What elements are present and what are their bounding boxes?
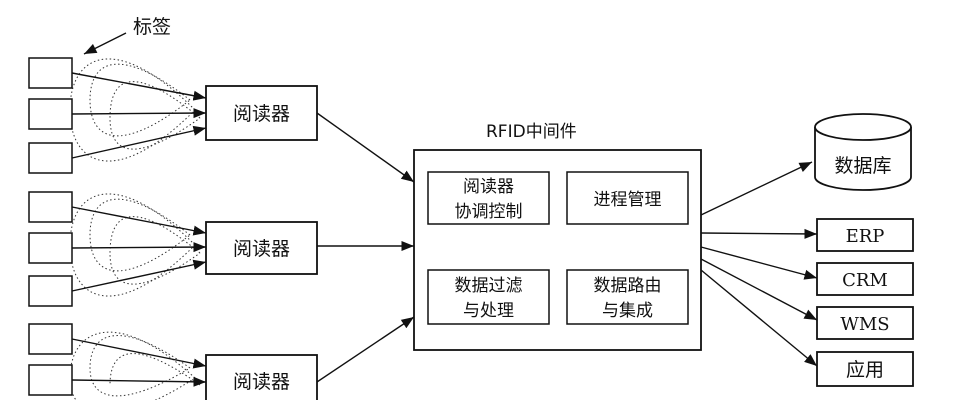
reader-group-1: 阅读器 xyxy=(28,57,318,174)
module-line: 阅读器 xyxy=(463,177,514,197)
middleware-to-crm-arrow xyxy=(700,246,818,280)
module-line: 与集成 xyxy=(602,301,653,321)
module-process-management xyxy=(566,171,689,225)
tag-to-reader-arrow xyxy=(71,206,207,236)
signal-wave xyxy=(89,198,191,272)
module-data-filtering xyxy=(427,269,550,325)
middleware-title: RFID中间件 xyxy=(486,122,577,142)
rfid-middleware: RFID中间件 阅读器 协调控制 进程管理 数据过滤 与处理 数据路由 与集成 xyxy=(413,122,702,351)
app-label: CRM xyxy=(842,270,888,291)
reader-group-3: 阅读器 xyxy=(28,323,318,400)
app-box-application xyxy=(816,351,914,387)
module-line: 协调控制 xyxy=(455,202,523,222)
app-label: WMS xyxy=(840,314,889,335)
app-label: ERP xyxy=(846,226,885,247)
reader-label: 阅读器 xyxy=(233,238,290,260)
database-cylinder-top xyxy=(814,113,912,141)
rfid-tag xyxy=(28,98,73,130)
module-data-routing xyxy=(566,269,689,325)
reader-to-middleware-arrow xyxy=(316,316,415,383)
rfid-tag xyxy=(28,142,73,174)
module-line: 数据过滤 xyxy=(455,276,523,296)
reader-box xyxy=(205,85,318,141)
tag-to-reader-arrow xyxy=(71,376,207,387)
database: 数据库 xyxy=(814,113,912,191)
database-label: 数据库 xyxy=(834,155,891,177)
middleware-to-wms-arrow xyxy=(700,258,818,321)
rfid-tag xyxy=(28,275,73,307)
middleware-to-app-arrow xyxy=(700,269,818,367)
rfid-tag xyxy=(28,323,73,355)
database-cylinder-body xyxy=(814,127,912,191)
tag-to-reader-arrow xyxy=(71,125,207,159)
reader-label: 阅读器 xyxy=(233,371,290,393)
rfid-tag xyxy=(28,232,73,264)
signal-wave xyxy=(69,193,196,297)
rfid-tag xyxy=(28,364,73,396)
reader-label: 阅读器 xyxy=(233,103,290,125)
middleware-to-database-arrow xyxy=(700,161,813,216)
tag-to-reader-arrow xyxy=(71,72,207,101)
tag-to-reader-arrow xyxy=(71,242,207,253)
tag-pointer-arrow xyxy=(83,32,127,55)
module-line: 进程管理 xyxy=(594,190,662,210)
signal-wave xyxy=(109,353,201,386)
rfid-tag xyxy=(28,191,73,223)
module-reader-coordination xyxy=(427,171,550,225)
app-box-crm xyxy=(816,262,914,296)
signal-wave xyxy=(89,63,191,137)
app-box-erp xyxy=(816,218,914,252)
rfid-tag xyxy=(28,57,73,89)
signal-wave xyxy=(109,81,201,150)
tag-label: 标签 xyxy=(133,16,171,38)
tag-to-reader-arrow xyxy=(71,108,207,119)
module-line: 与处理 xyxy=(463,301,514,321)
app-box-wms xyxy=(816,306,914,340)
signal-wave xyxy=(69,58,196,162)
signal-wave xyxy=(109,216,201,285)
app-label: 应用 xyxy=(846,359,884,381)
reader-to-middleware-arrow xyxy=(316,112,415,183)
signal-wave xyxy=(89,335,191,397)
middleware-to-erp-arrow xyxy=(700,228,818,239)
tag-to-reader-arrow xyxy=(71,338,207,369)
reader-group-2: 阅读器 xyxy=(28,191,318,307)
module-line: 数据路由 xyxy=(594,276,662,296)
reader-box xyxy=(205,354,318,400)
tag-to-reader-arrow xyxy=(71,259,207,292)
reader-box xyxy=(205,221,318,275)
